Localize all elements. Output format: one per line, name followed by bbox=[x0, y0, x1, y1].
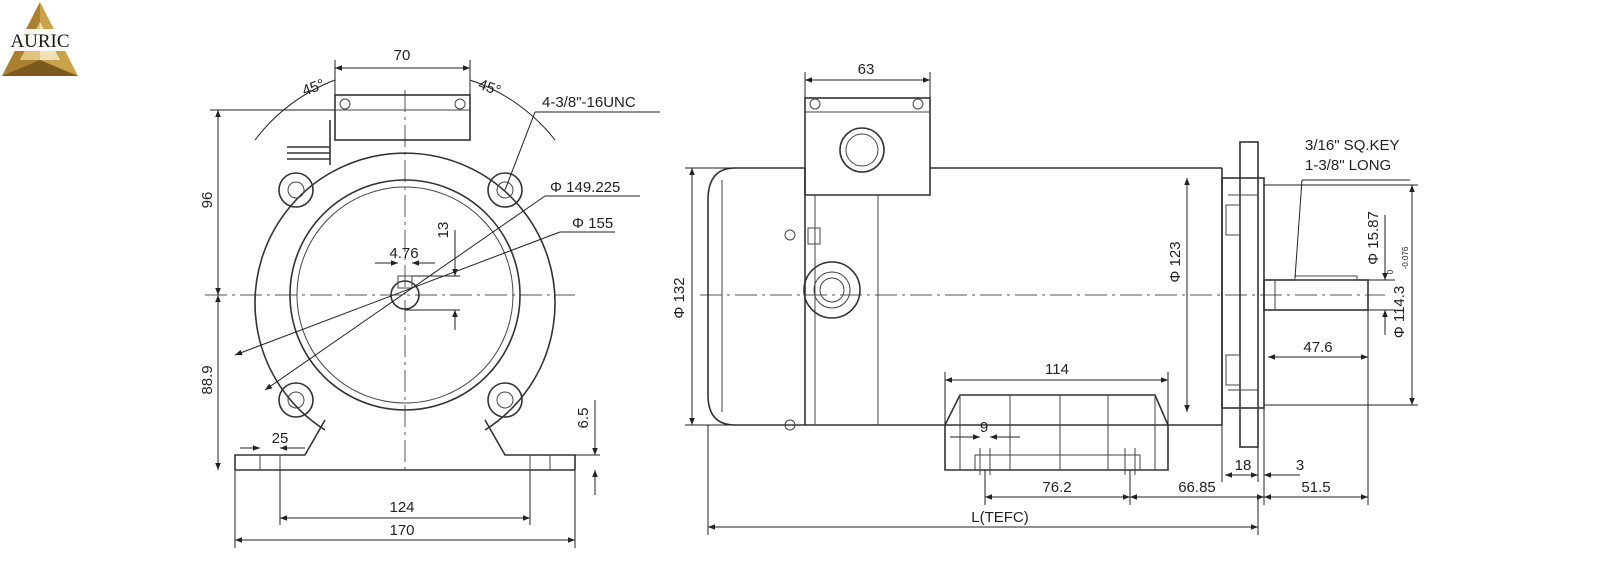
logo-text: AURIC bbox=[10, 31, 69, 52]
dim-dia-114-3: Φ 114.3 bbox=[1391, 286, 1408, 339]
dim-length-tefc: L(TEFC) bbox=[971, 509, 1029, 526]
key-spec-line1: 3/16" SQ.KEY bbox=[1305, 137, 1400, 154]
dim-70: 70 bbox=[394, 47, 411, 64]
dim-96: 96 bbox=[199, 192, 216, 209]
dim-88-9: 88.9 bbox=[199, 365, 216, 394]
tolerance-upper: 0 bbox=[1386, 269, 1395, 274]
dim-124: 124 bbox=[389, 499, 414, 516]
dim-9: 9 bbox=[980, 419, 988, 436]
dim-dia-132: Φ 132 bbox=[671, 277, 688, 318]
dim-170: 170 bbox=[389, 522, 414, 539]
angle-left: 45° bbox=[300, 76, 327, 100]
side-view: 63 Φ 132 Φ 123 3/16" SQ.KEY 1-3/8" LONG … bbox=[671, 61, 1418, 535]
key-spec-line2: 1-3/8" LONG bbox=[1305, 157, 1391, 174]
dim-13: 13 bbox=[435, 222, 452, 239]
dim-51-5: 51.5 bbox=[1301, 479, 1330, 496]
mounting-bolt-holes bbox=[278, 172, 523, 418]
thread-callout: 4-3/8"-16UNC bbox=[542, 94, 636, 111]
dim-114: 114 bbox=[1045, 361, 1069, 378]
dim-dia-15-87: Φ 15.87 bbox=[1365, 211, 1382, 265]
dim-6-5: 6.5 bbox=[575, 408, 592, 429]
dim-dia-149: Φ 149.225 bbox=[550, 179, 620, 196]
dim-63: 63 bbox=[858, 61, 875, 78]
dim-76-2: 76.2 bbox=[1042, 479, 1071, 496]
dim-4-76: 4.76 bbox=[389, 245, 418, 262]
dim-3: 3 bbox=[1296, 457, 1304, 474]
dim-25: 25 bbox=[272, 430, 289, 447]
tolerance-lower: -0.076 bbox=[1401, 246, 1410, 269]
dim-47-6: 47.6 bbox=[1303, 339, 1332, 356]
dim-dia-123: Φ 123 bbox=[1167, 241, 1184, 282]
dim-66-85: 66.85 bbox=[1178, 479, 1216, 496]
end-view: 70 45° 45° 4-3/8"-16UNC 96 88.9 Φ 149.22… bbox=[199, 47, 660, 548]
dim-18: 18 bbox=[1235, 457, 1252, 474]
auric-logo: AURIC bbox=[0, 2, 80, 76]
dim-dia-155: Φ 155 bbox=[572, 215, 613, 232]
angle-right: 45° bbox=[476, 76, 503, 100]
